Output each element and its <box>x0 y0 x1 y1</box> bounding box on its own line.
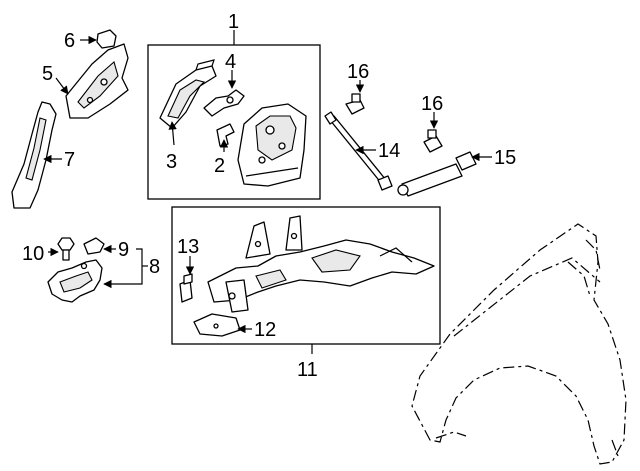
part-16-bolt-left[interactable] <box>345 93 365 115</box>
part-8-bracket-assembly[interactable] <box>47 259 103 303</box>
callout-11: 11 <box>297 359 318 381</box>
callout-7: 7 <box>64 149 75 171</box>
wheelhouse-panel[interactable] <box>237 103 307 187</box>
callout-9: 9 <box>118 239 129 261</box>
part-7-apron-lower[interactable] <box>11 101 57 209</box>
callout-2: 2 <box>214 155 225 177</box>
callout-12: 12 <box>254 319 276 341</box>
part-11-front-frame[interactable] <box>207 215 435 313</box>
part-3-rail-extension[interactable] <box>159 59 217 129</box>
callout-16-left: 16 <box>347 61 369 83</box>
callout-5: 5 <box>42 63 53 85</box>
callout-13: 13 <box>177 236 199 258</box>
callout-3: 3 <box>166 151 177 173</box>
part-15-lift-support[interactable] <box>397 151 477 197</box>
callout-4: 4 <box>225 51 236 73</box>
callout-8: 8 <box>149 256 160 278</box>
callout-16-right: 16 <box>421 93 443 115</box>
callout-15: 15 <box>494 147 516 169</box>
part-2-clip[interactable] <box>216 123 235 147</box>
callout-14: 14 <box>378 140 400 162</box>
part-4-bracket[interactable] <box>203 89 245 117</box>
callout-1: 1 <box>228 11 239 33</box>
part-6-clip[interactable] <box>96 29 117 49</box>
part-16-bolt-right[interactable] <box>423 129 443 153</box>
callout-6: 6 <box>64 30 75 52</box>
part-10-bolt[interactable] <box>57 237 75 261</box>
fender-outline <box>411 223 627 465</box>
part-13-bracket[interactable] <box>179 273 193 303</box>
part-12-plate[interactable] <box>193 313 241 337</box>
part-5-apron-upper[interactable] <box>65 43 129 119</box>
part-9-clip[interactable] <box>83 237 105 255</box>
assembly-box-11 <box>171 206 441 345</box>
callout-10: 10 <box>22 243 44 265</box>
